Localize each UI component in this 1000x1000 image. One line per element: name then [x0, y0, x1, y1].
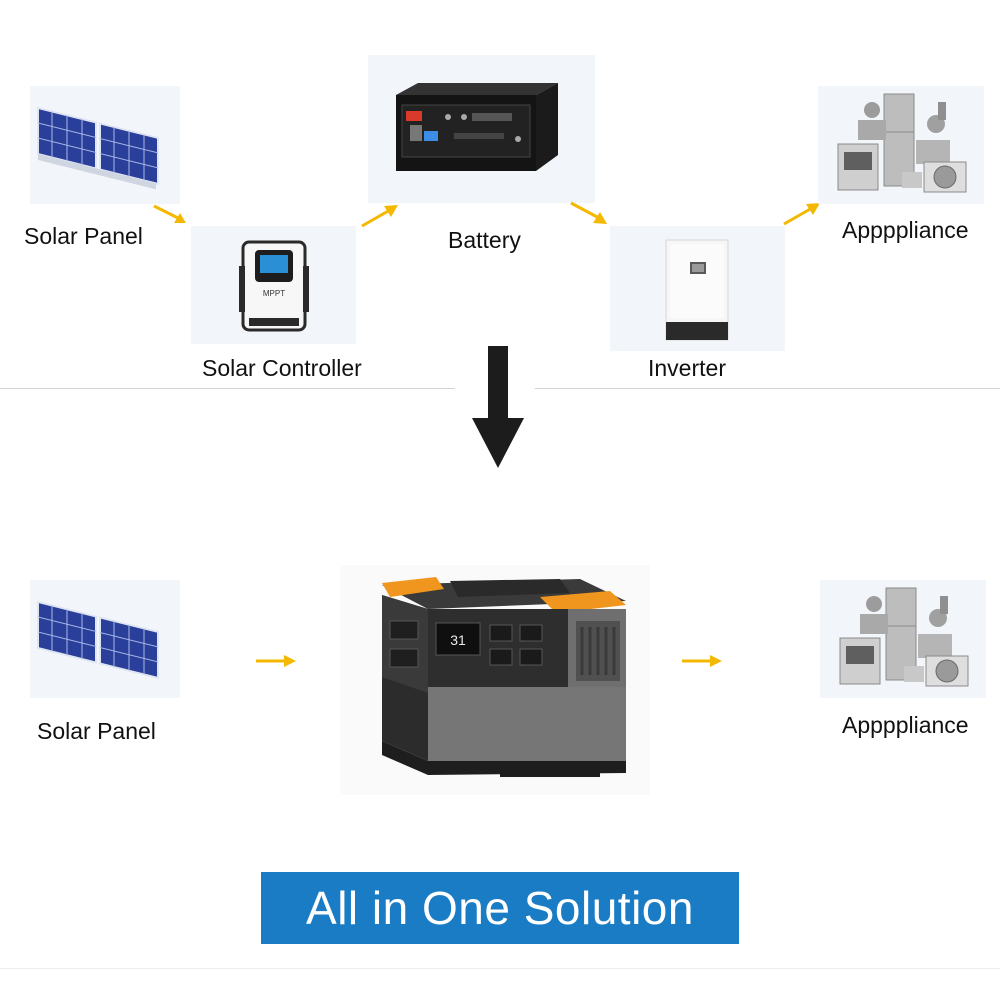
flow-arrow-icon	[682, 655, 722, 667]
solar-panel-label-bottom: Solar Panel	[37, 718, 156, 744]
solar-panel-tile-bottom	[30, 580, 180, 698]
battery-tile	[368, 55, 595, 203]
appliances-icon	[839, 587, 969, 687]
power-station-display: 31	[450, 632, 466, 648]
appliance-label-top: Appppliance	[842, 217, 969, 243]
solar-controller-icon: MPPT	[239, 240, 309, 332]
appliance-tile-bottom	[820, 580, 986, 698]
flow-arrow-icon	[256, 655, 296, 667]
banner-text: All in One Solution	[306, 882, 694, 934]
appliances-icon	[837, 93, 967, 193]
battery-label: Battery	[448, 227, 521, 253]
battery-icon	[396, 83, 558, 171]
down-arrow-icon	[472, 346, 524, 468]
power-station-tile: 31	[340, 565, 650, 795]
flow-arrow-icon	[361, 205, 398, 228]
inverter-icon	[665, 239, 729, 341]
inverter-tile	[610, 226, 785, 351]
flow-arrow-icon	[570, 201, 607, 224]
mppt-text: MPPT	[263, 289, 285, 298]
solar-panel-label-top: Solar Panel	[24, 223, 143, 249]
flow-arrow-icon	[783, 203, 820, 226]
solar-controller-tile: MPPT	[191, 226, 356, 344]
solar-panel-tile-top	[30, 86, 180, 204]
solution-banner: All in One Solution	[261, 872, 739, 944]
solar-controller-label: Solar Controller	[202, 355, 362, 381]
solar-panel-icon	[37, 600, 159, 680]
appliance-tile-top	[818, 86, 984, 204]
flow-arrow-icon	[153, 204, 186, 223]
inverter-label: Inverter	[648, 355, 726, 381]
solar-panel-icon	[37, 106, 159, 190]
power-station-icon: 31	[382, 577, 626, 777]
appliance-label-bottom: Appppliance	[842, 712, 969, 738]
